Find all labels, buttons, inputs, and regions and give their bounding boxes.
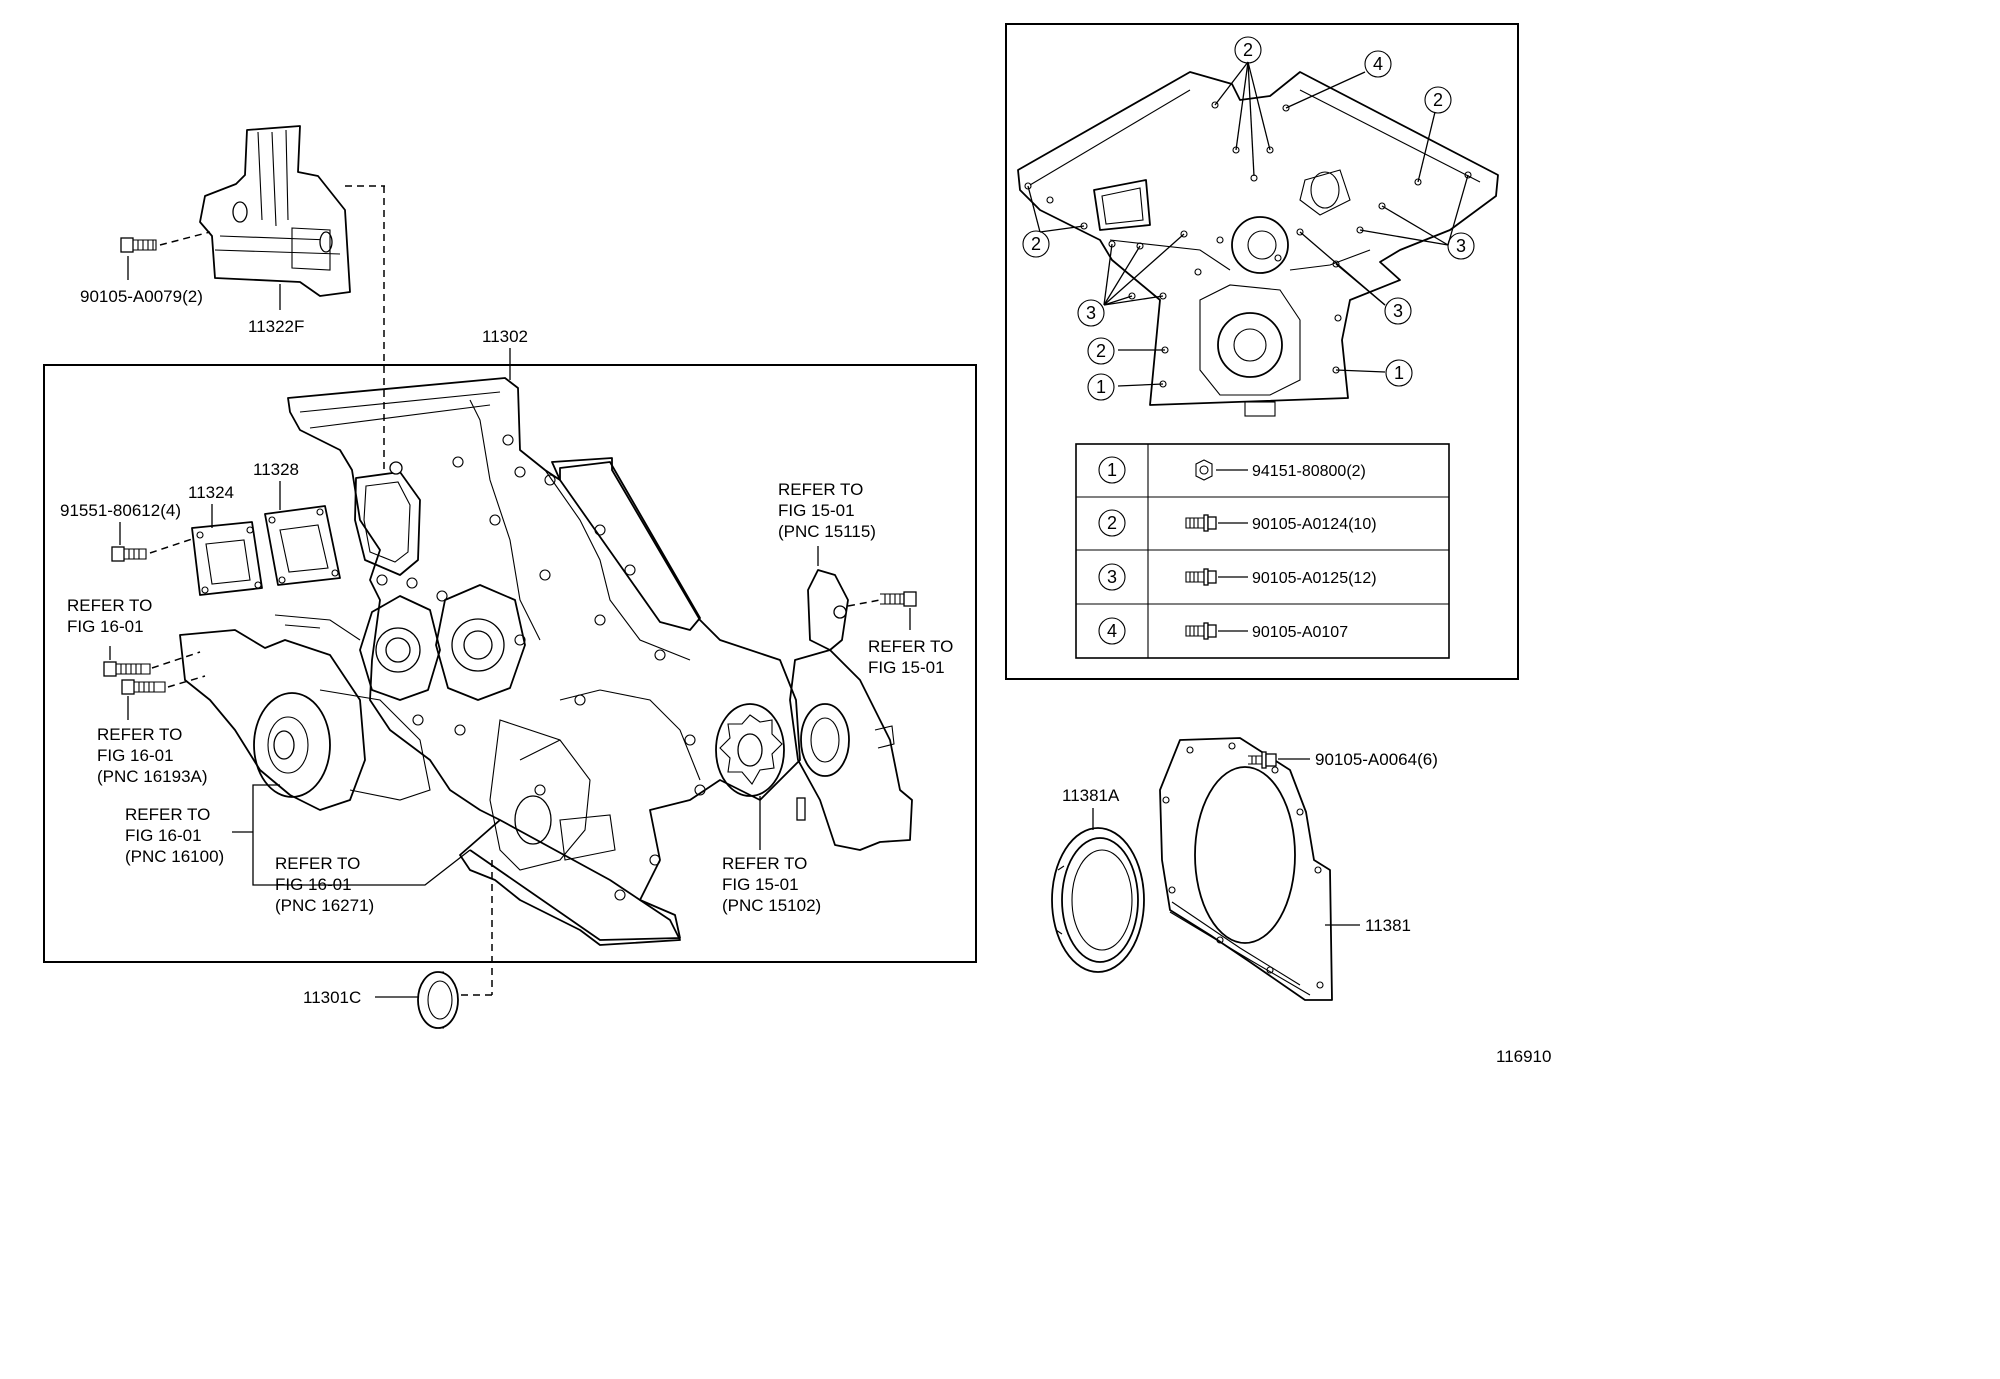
ref-fig16-16100: REFER TO FIG 16-01 (PNC 16100) — [125, 805, 224, 866]
svg-text:1: 1 — [1107, 460, 1117, 480]
detail-marker-3-right-upper: 3 — [1447, 232, 1475, 260]
svg-text:1: 1 — [1096, 377, 1106, 397]
svg-text:FIG 15-01: FIG 15-01 — [868, 658, 945, 677]
detail-marker-2-left: 2 — [1022, 230, 1050, 258]
svg-text:2: 2 — [1096, 341, 1106, 361]
flange-bolt-icon — [1185, 568, 1217, 586]
svg-text:FIG 16-01: FIG 16-01 — [275, 875, 352, 894]
detail-marker-3-left: 3 — [1077, 299, 1105, 327]
ref-fig16-16271: REFER TO FIG 16-01 (PNC 16271) — [275, 854, 374, 915]
ref-fig16-16193A: REFER TO FIG 16-01 (PNC 16193A) — [97, 725, 208, 786]
label-11381A: 11381A — [1062, 786, 1120, 805]
label-90105-A0079: 90105-A0079(2) — [80, 287, 203, 306]
svg-text:(PNC 15102): (PNC 15102) — [722, 896, 821, 915]
bolt-fig15 — [880, 591, 917, 607]
detail-marker-1-left: 1 — [1087, 373, 1115, 401]
bolt-90105-A0079 — [120, 237, 157, 253]
nut-icon — [1195, 459, 1213, 481]
label-90105-A0064: 90105-A0064(6) — [1315, 750, 1438, 769]
flange-bolt-icon — [1185, 622, 1217, 640]
table-row: 2 90105-A0124(10) — [1098, 509, 1377, 537]
bolt-91551-80612 — [111, 546, 147, 562]
oil-pump-body — [789, 649, 913, 851]
table-row: 3 90105-A0125(12) — [1098, 563, 1377, 591]
svg-text:(PNC 16100): (PNC 16100) — [125, 847, 224, 866]
flange-bolt-icon — [1185, 514, 1217, 532]
svg-text:2: 2 — [1031, 234, 1041, 254]
svg-text:REFER TO: REFER TO — [97, 725, 182, 744]
detail-marker-2-top: 2 — [1234, 36, 1262, 64]
label-11324: 11324 — [188, 483, 234, 502]
detail-marker-4: 4 — [1364, 50, 1392, 78]
svg-text:FIG 16-01: FIG 16-01 — [125, 826, 202, 845]
bolt-fig16-upper — [103, 661, 151, 677]
label-91551-80612: 91551-80612(4) — [60, 501, 181, 520]
svg-text:REFER TO: REFER TO — [722, 854, 807, 873]
table-row: 1 94151-80800(2) — [1098, 456, 1366, 484]
svg-text:2: 2 — [1433, 90, 1443, 110]
svg-text:90105-A0107: 90105-A0107 — [1252, 624, 1348, 641]
oil-strainer-bracket — [807, 569, 849, 651]
svg-text:4: 4 — [1373, 54, 1383, 74]
seal-retainer-11381 — [1159, 737, 1333, 1001]
parts-diagram: 90105-A0079(2) 11322F 11302 — [43, 23, 1551, 1066]
label-11328: 11328 — [253, 460, 299, 479]
svg-text:4: 4 — [1107, 621, 1117, 641]
svg-text:90105-A0124(10): 90105-A0124(10) — [1252, 516, 1377, 533]
svg-text:1: 1 — [1394, 363, 1404, 383]
svg-text:94151-80800(2): 94151-80800(2) — [1252, 463, 1366, 480]
svg-text:REFER TO: REFER TO — [868, 637, 953, 656]
detail-leaders — [1027, 61, 1469, 387]
water-pump — [179, 614, 431, 811]
svg-text:3: 3 — [1107, 567, 1117, 587]
svg-text:FIG 16-01: FIG 16-01 — [97, 746, 174, 765]
oil-seal-11301C — [417, 971, 459, 1029]
svg-text:REFER TO: REFER TO — [67, 596, 152, 615]
svg-text:FIG 15-01: FIG 15-01 — [722, 875, 799, 894]
detail-marker-2-right: 2 — [1424, 86, 1452, 114]
label-11381: 11381 — [1365, 916, 1411, 935]
bolt-table: 1 94151-80800(2) 2 90105-A0124(10) 3 — [1075, 443, 1450, 659]
oil-pump-rotor — [715, 703, 785, 797]
label-11302: 11302 — [482, 327, 528, 346]
cover-outline-detail — [1017, 71, 1499, 417]
svg-text:2: 2 — [1243, 40, 1253, 60]
timing-cover-11302 — [287, 377, 801, 946]
svg-text:3: 3 — [1393, 301, 1403, 321]
gasket-11324 — [191, 521, 263, 596]
label-11322F: 11322F — [248, 317, 304, 336]
svg-text:90105-A0125(12): 90105-A0125(12) — [1252, 570, 1377, 587]
detail-marker-1-right: 1 — [1385, 359, 1413, 387]
svg-text:3: 3 — [1456, 236, 1466, 256]
ref-fig15-15115: REFER TO FIG 15-01 (PNC 15115) — [778, 480, 876, 541]
svg-text:FIG 16-01: FIG 16-01 — [67, 617, 144, 636]
svg-text:(PNC 15115): (PNC 15115) — [778, 522, 876, 541]
ref-fig16-top: REFER TO FIG 16-01 — [67, 596, 152, 636]
detail-marker-2-lower-left: 2 — [1087, 337, 1115, 365]
label-11301C: 11301C — [303, 988, 361, 1007]
svg-text:REFER TO: REFER TO — [275, 854, 360, 873]
table-row: 4 90105-A0107 — [1098, 617, 1348, 645]
ref-fig15-15102: REFER TO FIG 15-01 (PNC 15102) — [722, 854, 821, 915]
bracket-11322F — [199, 125, 351, 297]
svg-text:(PNC 16193A): (PNC 16193A) — [97, 767, 208, 786]
bolt-fig16-lower — [121, 679, 166, 695]
gasket-11328 — [264, 505, 341, 586]
svg-text:FIG 15-01: FIG 15-01 — [778, 501, 855, 520]
rear-oil-seal-11381A — [1051, 827, 1145, 973]
detail-marker-3-right-lower: 3 — [1384, 297, 1412, 325]
svg-text:REFER TO: REFER TO — [125, 805, 210, 824]
ref-fig15-bolt: REFER TO FIG 15-01 — [868, 637, 953, 677]
svg-text:3: 3 — [1086, 303, 1096, 323]
svg-text:REFER TO: REFER TO — [778, 480, 863, 499]
svg-text:(PNC 16271): (PNC 16271) — [275, 896, 374, 915]
svg-text:2: 2 — [1107, 513, 1117, 533]
bolt-location-frame — [1005, 23, 1519, 680]
bolt-90105-A0064 — [1248, 751, 1277, 769]
figure-number: 116910 — [1496, 1047, 1551, 1066]
